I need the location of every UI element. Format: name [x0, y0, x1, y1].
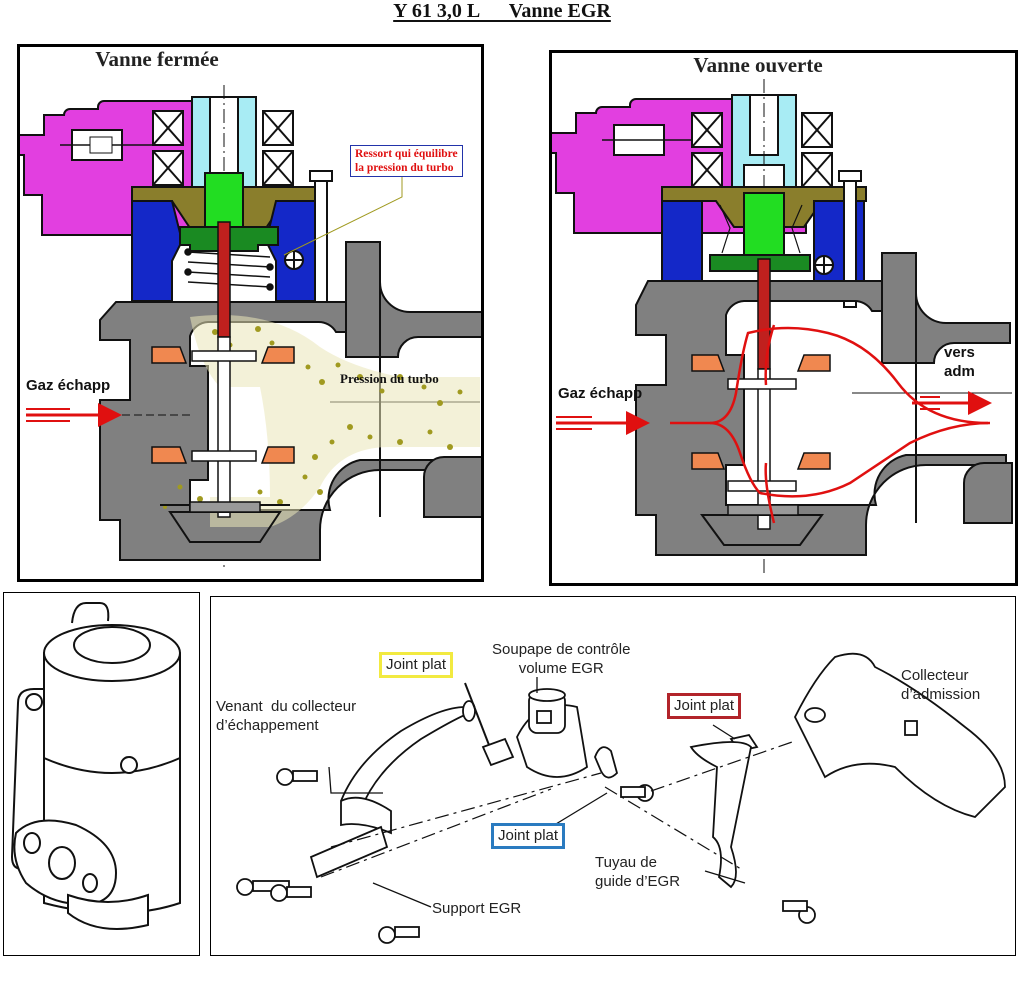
closed-valve-panel: Vanne fermée Gaz échapp Pression du turb… [17, 44, 484, 582]
egr-valve-drawing-panel [3, 592, 200, 956]
valve-seat-lower-right [260, 446, 295, 464]
control-valve-label-line2: volume EGR [518, 660, 604, 677]
gasket-yellow [481, 737, 515, 767]
valve-body [635, 280, 1007, 556]
joint-plat-red-label: Joint plat [667, 693, 742, 719]
intake-manifold-label-line1: Collecteur [901, 667, 969, 684]
outlet-flange [881, 252, 1011, 364]
bolt-icon [378, 926, 420, 944]
screw [120, 756, 138, 774]
open-outlet-label-line2: adm [944, 363, 975, 380]
open-outlet-label: vers adm [944, 343, 975, 381]
outlet-flow-arrow [912, 391, 992, 415]
bolt [314, 176, 328, 308]
solenoid-coils [152, 110, 294, 186]
joint-plat-blue-label: Joint plat [491, 823, 566, 849]
closed-inlet-label: Gaz échapp [26, 377, 111, 394]
valve-seat-upper-left [691, 354, 726, 372]
outlet-flange [345, 241, 481, 358]
plunger [743, 192, 785, 260]
open-inlet-label: Gaz échapp [558, 385, 643, 402]
exhaust-flow-paths [670, 324, 991, 524]
open-valve-title: Vanne ouverte [693, 53, 823, 77]
screw [25, 693, 43, 711]
turbo-pressure-label: Pression du turbo [340, 371, 439, 386]
valve-disc-upper [727, 378, 797, 390]
spring-callout-line2: la pression du turbo [355, 162, 454, 174]
open-outlet-label-line1: vers [944, 344, 975, 361]
spring-callout-line1: Ressort qui équilibre [355, 148, 458, 160]
valve-disc-lower [727, 480, 797, 492]
spring-callout: Ressort qui équilibre la pression du tur… [350, 145, 463, 177]
valve-seat-upper-right [260, 346, 295, 364]
solenoid-coils [691, 112, 833, 188]
joint-plat-yellow-label: Joint plat [379, 652, 454, 678]
bolt-icon [276, 768, 318, 786]
valve-seat-upper-left [151, 346, 188, 364]
gasket-blue [594, 746, 619, 779]
intake-manifold-label-line2: d’admission [901, 686, 981, 703]
inlet-flow-arrow [556, 411, 650, 435]
valve-disc-lower [191, 450, 257, 462]
egr-exploded-view-panel: Joint plat Soupape de contrôle volume EG… [210, 596, 1016, 956]
valve-seat-upper-right [796, 354, 831, 372]
egr-exploded-view-drawing [236, 652, 1006, 944]
bolt-icon [620, 784, 654, 802]
bolt-icon [782, 900, 816, 924]
pipe-flange [340, 796, 392, 835]
open-valve-panel: Vanne ouverte Gaz échapp vers adm [549, 50, 1018, 586]
from-exhaust-label-line2: d’échappement [216, 717, 319, 734]
callout-leader [283, 177, 403, 256]
intake-manifold-label: Collecteur d’admission [901, 666, 980, 704]
valve-seat-lower-left [691, 452, 726, 470]
leader-lines [328, 677, 746, 908]
egr-valve-isometric [10, 602, 181, 930]
closed-valve-title: Vanne fermée [95, 47, 219, 71]
exhaust-pipe [340, 706, 466, 802]
intake-manifold [793, 652, 1006, 818]
body-left [131, 200, 184, 302]
open-valve-cross-section [552, 79, 1013, 573]
balance-spring [719, 204, 803, 254]
alignment-lines [320, 740, 796, 878]
guide-tube-label: Tuyau de guide d’EGR [595, 853, 680, 891]
guide-tube-label-line1: Tuyau de [595, 854, 657, 871]
control-valve-label-line1: Soupape de contrôle [492, 641, 631, 658]
document-title: Y 61 3,0 L Vanne EGR [393, 0, 611, 22]
bolt-icon [270, 884, 312, 902]
valve-seat-lower-right [796, 452, 831, 470]
from-exhaust-label-line1: Venant du collecteur [216, 698, 357, 715]
egr-support [309, 825, 389, 879]
valve-disc-upper [191, 350, 257, 362]
valve-seat-lower-left [151, 446, 188, 464]
inlet-flow-arrow [26, 403, 190, 427]
control-valve-label: Soupape de contrôle volume EGR [492, 640, 630, 678]
egr-guide-tube [689, 741, 752, 889]
support-egr-label: Support EGR [432, 900, 522, 917]
guide-tube-label-line2: guide d’EGR [595, 873, 681, 890]
closed-valve-cross-section [20, 85, 481, 567]
body-left [661, 200, 703, 282]
connector-tab [71, 602, 110, 624]
valve-stem [217, 221, 231, 338]
from-exhaust-label: Venant du collecteur d’échappement [216, 697, 356, 735]
turbo-pressure-zone [190, 315, 480, 527]
